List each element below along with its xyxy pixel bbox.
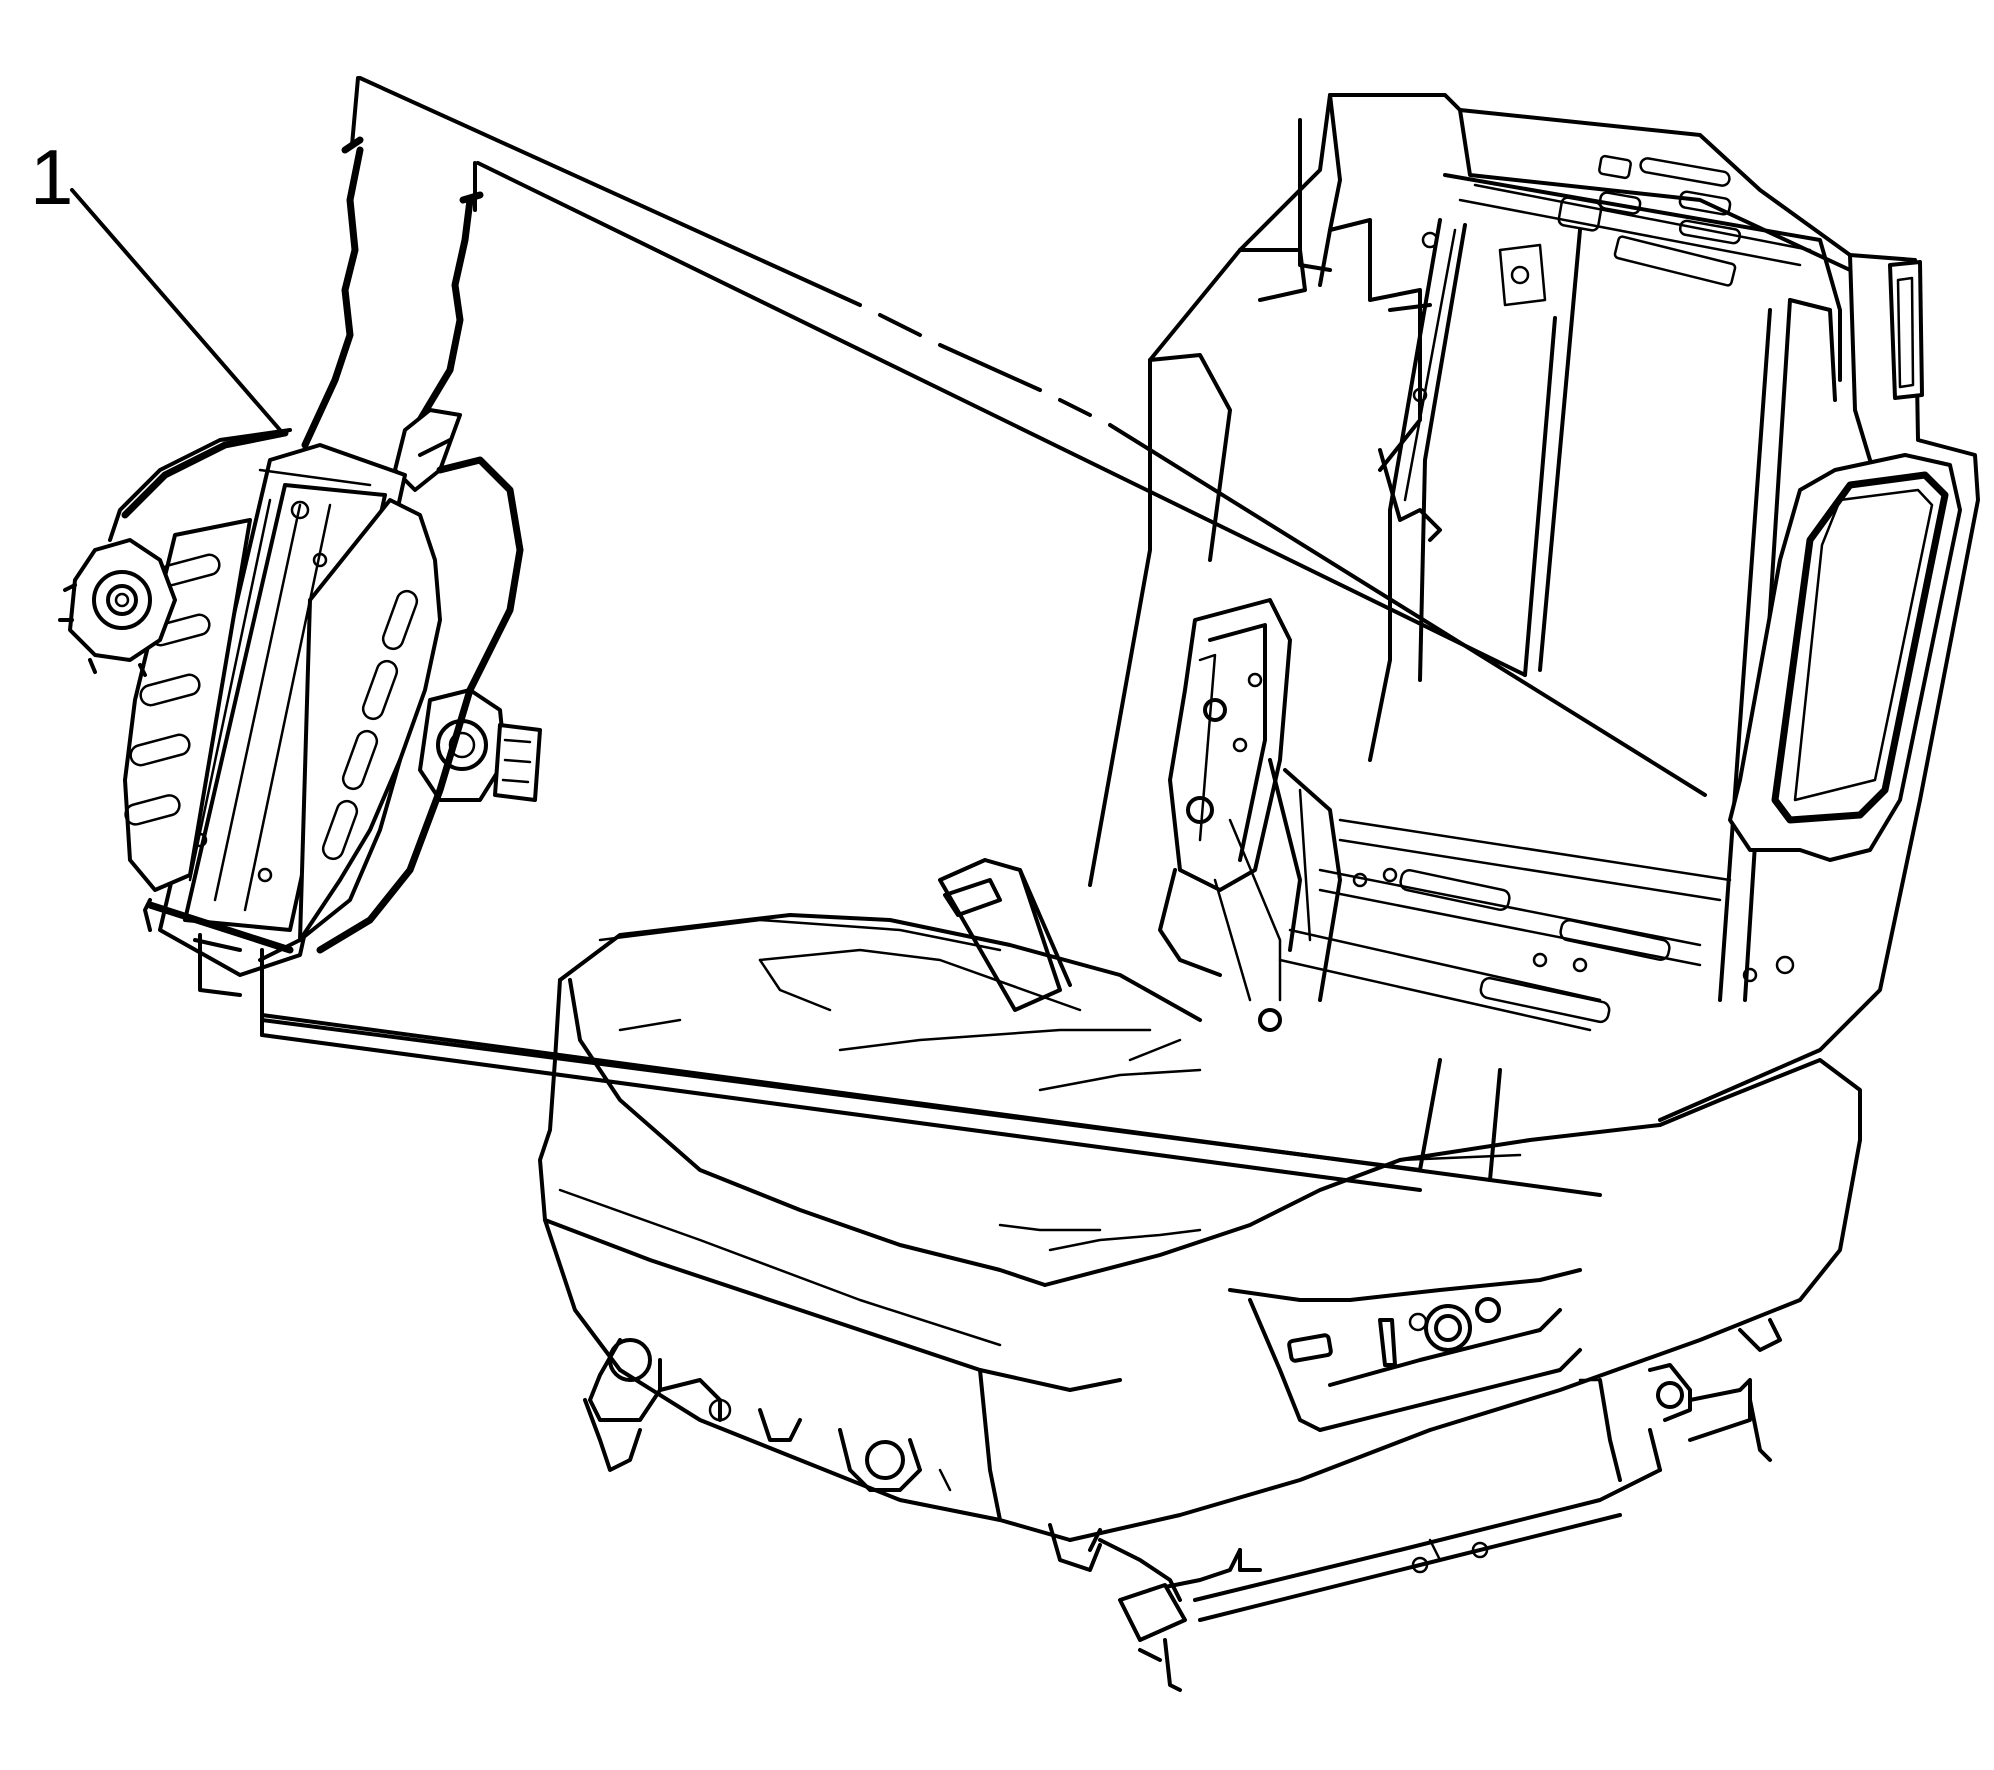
callout-leader-1: [70, 188, 282, 432]
callout-label-1: 1: [30, 133, 74, 221]
seat-cushion: [538, 913, 1862, 1542]
projection-lines: [260, 76, 1707, 1197]
seat-back-frame: [938, 93, 1980, 1122]
removed-module: [58, 136, 542, 997]
seat-base-tracks: [583, 1318, 1782, 1692]
